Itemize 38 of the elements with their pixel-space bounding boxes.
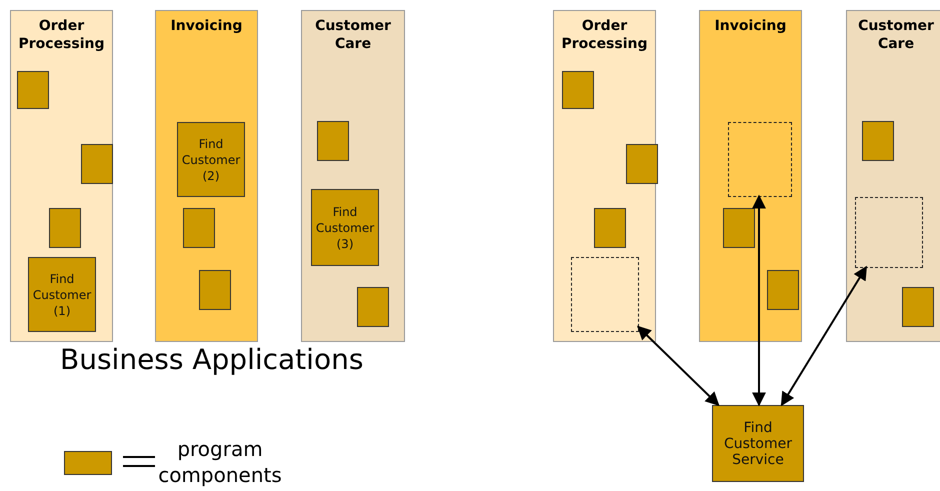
component-box: [49, 208, 81, 248]
application-column: [553, 10, 656, 342]
column-title: Customer Care: [857, 17, 935, 53]
column-title: Invoicing: [714, 17, 788, 35]
component-box: Find Customer (1): [28, 257, 96, 332]
component-box: [767, 270, 799, 310]
service-box: Find Customer Service: [712, 405, 804, 482]
application-column: [699, 10, 802, 342]
component-box: [862, 121, 894, 161]
component-box: Find Customer (3): [311, 189, 379, 266]
component-box: [199, 270, 231, 310]
diagram-caption: Business Applications: [60, 343, 364, 376]
application-column: [10, 10, 113, 342]
application-column: [846, 10, 940, 342]
component-box: [562, 71, 594, 109]
component-box: [594, 208, 626, 248]
placeholder-box: [855, 197, 923, 268]
placeholder-box: [571, 257, 639, 332]
arrow: [752, 194, 766, 406]
column-title: Customer Care: [314, 17, 392, 53]
component-box: [81, 144, 113, 184]
component-box: [902, 287, 934, 327]
legend-label: program components: [157, 436, 283, 488]
application-column: [155, 10, 258, 342]
column-title: Order Processing: [560, 17, 649, 53]
arrow: [780, 266, 868, 406]
component-box: Find Customer (2): [177, 122, 245, 197]
application-column: [301, 10, 405, 342]
component-box: [317, 121, 349, 161]
column-title: Order Processing: [17, 17, 106, 53]
column-title: Invoicing: [170, 17, 244, 35]
component-box: [183, 208, 215, 248]
placeholder-box: [728, 122, 792, 197]
component-box: [626, 144, 658, 184]
component-box: [357, 287, 389, 327]
component-box: [17, 71, 49, 109]
arrow: [637, 326, 720, 406]
component-box: [723, 208, 755, 248]
